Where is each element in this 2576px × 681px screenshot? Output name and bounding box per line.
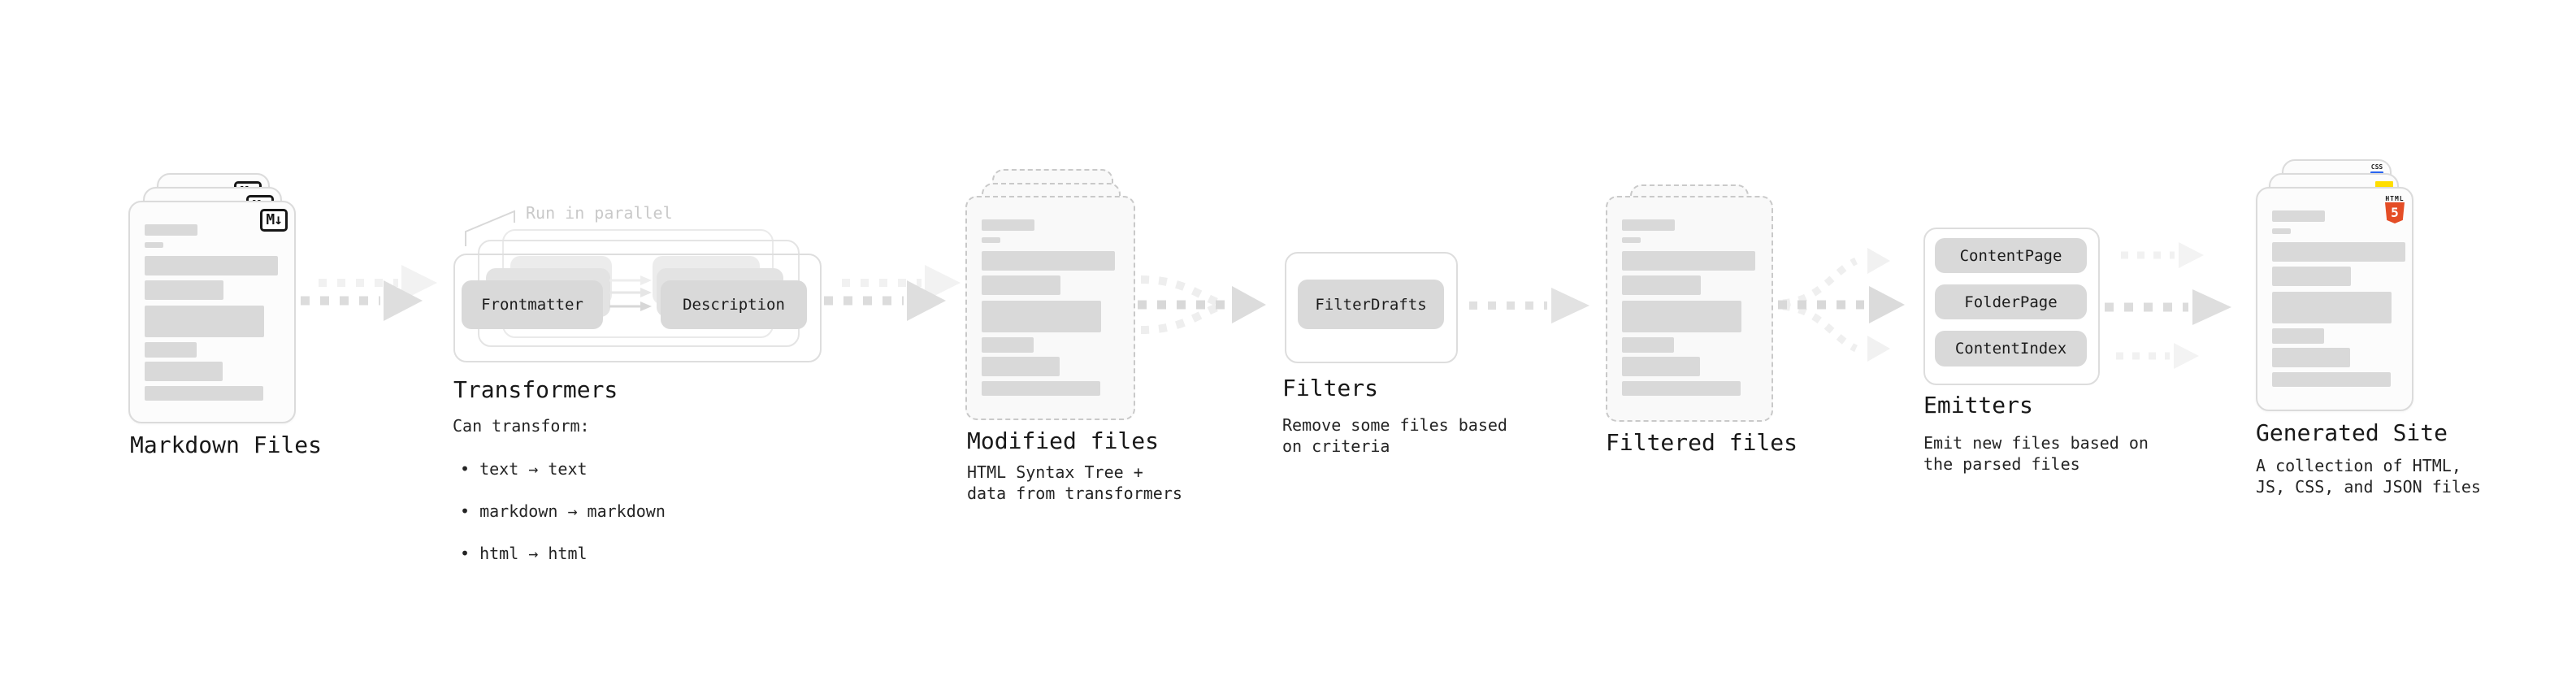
placeholder-text-bar xyxy=(145,242,163,248)
placeholder-text-bar xyxy=(145,362,223,381)
placeholder-text-bar xyxy=(145,280,223,300)
placeholder-text-bar xyxy=(1622,275,1701,295)
placeholder-text-bar xyxy=(2272,328,2324,344)
css-icon-label: CSS xyxy=(2370,163,2383,171)
bullet-text-to-text: • text → text xyxy=(460,459,588,479)
placeholder-text-bar xyxy=(1622,357,1700,376)
run-in-parallel-note: Run in parallel xyxy=(526,203,673,223)
placeholder-text-bar xyxy=(1622,251,1755,271)
placeholder-text-bar xyxy=(2272,348,2350,367)
placeholder-text-bar xyxy=(2272,292,2392,323)
emitters-label: Emitters xyxy=(1923,392,2033,419)
placeholder-text-bar xyxy=(2272,267,2351,286)
emitters-desc: Emit new files based on the parsed files xyxy=(1923,433,2149,474)
html5-icon: HTML 5 xyxy=(2385,195,2405,223)
placeholder-text-bar xyxy=(1622,337,1674,353)
placeholder-text-bar xyxy=(2272,210,2325,222)
placeholder-text-bar xyxy=(982,301,1101,332)
filters-desc: Remove some files based on criteria xyxy=(1282,415,1507,456)
description-pill: Description xyxy=(661,280,807,329)
modified-files-desc: HTML Syntax Tree + data from transformer… xyxy=(967,462,1182,503)
placeholder-text-bar xyxy=(982,237,1000,243)
bullet-html-to-html: • html → html xyxy=(460,544,588,563)
html5-icon-shield: 5 xyxy=(2385,202,2405,223)
placeholder-text-bar xyxy=(145,224,197,236)
placeholder-text-bar xyxy=(2272,372,2391,387)
transformers-desc-title: Can transform: xyxy=(453,416,590,436)
flow-arrow-transformers-to-modified-icon xyxy=(824,265,961,321)
markdown-icon: M↓ xyxy=(260,209,288,232)
flow-arrow-diverge-icon xyxy=(1778,248,1905,362)
placeholder-text-bar xyxy=(2272,228,2291,234)
modified-files-label: Modified files xyxy=(967,427,1160,454)
flow-arrow-markdown-to-transformers-icon xyxy=(301,265,437,321)
bullet-markdown-to-markdown: • markdown → markdown xyxy=(460,501,666,521)
javascript-icon xyxy=(2375,181,2393,189)
flow-arrow-emitter-middle-icon xyxy=(2105,289,2231,325)
flow-arrow-emitter-bottom-icon xyxy=(2116,343,2199,369)
modified-file-page-front xyxy=(965,196,1135,420)
contentpage-pill: ContentPage xyxy=(1935,238,2087,273)
generated-site-desc: A collection of HTML, JS, CSS, and JSON … xyxy=(2256,456,2481,497)
filtered-files-label: Filtered files xyxy=(1606,429,1798,456)
filterdrafts-pill: FilterDrafts xyxy=(1298,280,1444,329)
folderpage-pill: FolderPage xyxy=(1935,284,2087,319)
transformer-card-front xyxy=(453,254,822,362)
placeholder-text-bar xyxy=(1622,219,1675,231)
placeholder-text-bar xyxy=(982,337,1034,353)
placeholder-text-bar xyxy=(1622,381,1741,396)
generated-site-label: Generated Site xyxy=(2256,419,2448,446)
generated-site-page-html: HTML 5 xyxy=(2256,187,2413,411)
placeholder-text-bar xyxy=(1622,237,1641,243)
placeholder-text-bar xyxy=(982,251,1115,271)
flow-arrow-converge-icon xyxy=(1138,275,1266,334)
filters-label: Filters xyxy=(1282,375,1379,401)
html5-icon-word: HTML xyxy=(2385,195,2405,202)
contentindex-pill: ContentIndex xyxy=(1935,331,2087,367)
html5-icon-number: 5 xyxy=(2391,205,2399,220)
frontmatter-pill: Frontmatter xyxy=(462,280,603,329)
markdown-files-label: Markdown Files xyxy=(130,432,323,458)
placeholder-text-bar xyxy=(1622,301,1741,332)
placeholder-text-bar xyxy=(2272,242,2405,262)
placeholder-text-bar xyxy=(982,381,1100,396)
placeholder-text-bar xyxy=(982,275,1060,295)
placeholder-text-bar xyxy=(145,256,278,275)
placeholder-text-bar xyxy=(145,342,197,358)
filtered-file-page-front xyxy=(1606,196,1773,422)
transformers-bullet-list: • text → text • markdown → markdown • ht… xyxy=(460,437,666,585)
flow-arrow-emitter-top-icon xyxy=(2121,242,2204,268)
placeholder-text-bar xyxy=(145,306,264,337)
parallel-arrows-icon xyxy=(609,275,652,311)
placeholder-text-bar xyxy=(982,357,1060,376)
markdown-file-page-front: M↓ xyxy=(128,201,296,423)
transformers-label: Transformers xyxy=(453,376,618,403)
placeholder-text-bar xyxy=(145,386,263,401)
flow-arrow-filters-to-filtered-icon xyxy=(1469,288,1589,323)
placeholder-text-bar xyxy=(982,219,1034,231)
note-connector-line xyxy=(465,210,515,246)
